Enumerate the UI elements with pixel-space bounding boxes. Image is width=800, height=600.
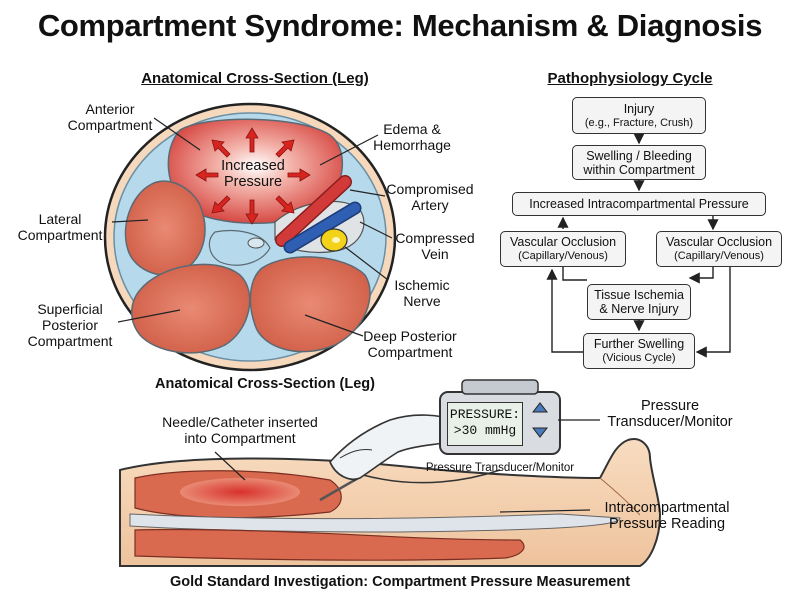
box-main-text: Increased Intracompartmental Pressure	[529, 197, 749, 211]
cycle-box-swelling: Swelling / Bleeding within Compartment	[572, 145, 706, 180]
cycle-box-occlusion-right: Vascular Occlusion (Capillary/Venous)	[656, 231, 782, 267]
label-line: Posterior	[41, 317, 99, 333]
measurement-caption: Gold Standard Investigation: Compartment…	[169, 574, 631, 590]
compartment-hotspot	[180, 478, 300, 506]
display-line: >30 mmHg	[453, 423, 517, 438]
box-main-text: Injury	[623, 101, 655, 116]
lateral-compartment-label: Lateral Compartment	[10, 211, 110, 243]
label-line: Nerve	[403, 293, 441, 309]
edema-label: Edema & Hemorrhage	[362, 121, 462, 153]
label-line: Compartment	[67, 117, 153, 133]
label-line: Edema &	[383, 121, 441, 137]
box-sub-text: (e.g., Fracture, Crush)	[584, 116, 694, 129]
cross-section-title: Anatomical Cross-Section (Leg)	[141, 70, 369, 87]
artery-vessel	[276, 176, 351, 246]
box-main-text: Tissue Ischemia	[594, 288, 684, 302]
leg-cross-section	[103, 102, 397, 372]
increased-pressure-label: Increased Pressure	[208, 158, 298, 190]
needle-label: Needle/Catheter inserted into Compartmen…	[150, 414, 330, 446]
label-line: Needle/Catheter inserted	[162, 414, 318, 430]
deep-posterior-compartment	[249, 256, 371, 353]
superficial-posterior-label: Superficial Posterior Compartment	[20, 301, 120, 349]
arrow-up-icon	[531, 402, 549, 413]
label-line: Intracompartmental	[604, 500, 730, 516]
label-line: Compressed	[395, 230, 475, 246]
leg-lower-muscle	[134, 528, 525, 561]
label-line: Compartment	[27, 333, 113, 349]
label-line: Lateral	[38, 211, 82, 227]
cycle-title: Pathophysiology Cycle	[547, 70, 713, 87]
pressure-display: PRESSURE: >30 mmHg	[447, 402, 523, 446]
display-line: PRESSURE:	[449, 407, 521, 422]
cycle-box-further-swelling: Further Swelling (Vicious Cycle)	[583, 333, 695, 369]
deep-posterior-label: Deep Posterior Compartment	[355, 328, 465, 360]
anterior-compartment-label: Anterior Compartment	[60, 101, 160, 133]
label-line: Pressure	[640, 398, 700, 414]
label-line: Compartment	[17, 227, 103, 243]
label-line: Deep Posterior	[363, 328, 457, 344]
label-line: Anterior	[85, 101, 135, 117]
label-line: Pressure Reading	[608, 516, 726, 532]
label-line: Superficial	[37, 301, 103, 317]
cycle-box-pressure: Increased Intracompartmental Pressure	[512, 192, 766, 216]
leg-illustration	[119, 379, 662, 567]
label-line: Artery	[411, 197, 449, 213]
label-line: Increased	[221, 158, 285, 174]
cycle-box-occlusion-left: Vascular Occlusion (Capillary/Venous)	[500, 231, 626, 267]
cycle-box-injury: Injury (e.g., Fracture, Crush)	[572, 97, 706, 134]
reading-label: Intracompartmental Pressure Reading	[592, 500, 742, 532]
box-main-text: within Compartment	[583, 162, 695, 177]
box-main-text: Vascular Occlusion	[509, 235, 617, 249]
transducer-label: Pressure Transducer/Monitor	[600, 398, 740, 430]
cross-section-caption: Anatomical Cross-Section (Leg)	[155, 376, 375, 392]
vein-vessel	[285, 203, 360, 252]
box-main-text: Swelling / Bleeding	[586, 148, 692, 163]
label-line: Pressure	[223, 174, 283, 190]
page-title: Compartment Syndrome: Mechanism & Diagno…	[37, 8, 763, 43]
label-line: Vein	[421, 246, 449, 262]
label-line: Transducer/Monitor	[607, 414, 733, 430]
box-main-text: Further Swelling	[593, 337, 685, 351]
box-sub-text: (Capillary/Venous)	[674, 250, 764, 262]
nerve-label: Ischemic Nerve	[372, 277, 472, 309]
box-main-text: Vascular Occlusion	[665, 235, 773, 249]
label-line: Ischemic	[394, 277, 450, 293]
transducer-small-caption: Pressure Transducer/Monitor	[425, 462, 575, 474]
box-main-text: & Nerve Injury	[599, 302, 679, 316]
label-line: Compromised	[386, 181, 474, 197]
superficial-posterior-compartment	[131, 263, 251, 354]
cycle-box-ischemia: Tissue Ischemia & Nerve Injury	[587, 284, 691, 320]
box-sub-text: (Vicious Cycle)	[602, 352, 676, 364]
pressure-arrows	[195, 127, 311, 225]
vein-label: Compressed Vein	[385, 230, 485, 262]
label-line: Hemorrhage	[373, 137, 451, 153]
label-line: Compartment	[367, 344, 453, 360]
artery-label: Compromised Artery	[375, 181, 485, 213]
lateral-compartment	[124, 180, 206, 276]
arrow-down-icon	[531, 427, 549, 438]
label-line: into Compartment	[184, 430, 296, 446]
cycle-arrows	[546, 133, 731, 358]
box-sub-text: (Capillary/Venous)	[518, 250, 608, 262]
